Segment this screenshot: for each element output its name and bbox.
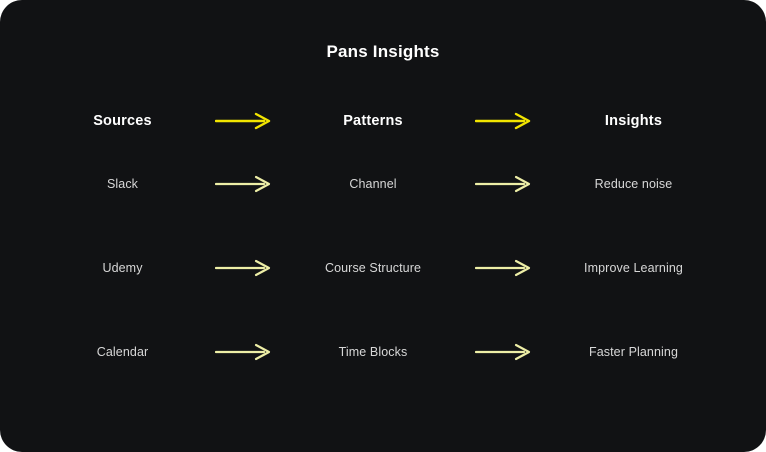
row-arrow-2 [461,175,547,193]
column-header-insights: Insights [546,112,721,130]
column-header-sources-label: Sources [93,113,152,129]
arrow-right-icon [214,259,270,277]
column-header-patterns-label: Patterns [343,113,403,129]
row-pattern-cell: Course Structure [286,259,461,277]
row-pattern-cell: Time Blocks [286,343,461,361]
row-pattern-label: Course Structure [324,261,422,275]
row-insight-cell: Improve Learning [546,259,721,277]
row-insight-label: Faster Planning [588,345,679,359]
row-arrow-2 [461,343,547,361]
row-pattern-label: Time Blocks [338,345,408,359]
row-arrow-1 [200,343,286,361]
row-source-cell: Calendar [45,343,200,361]
table-row: Slack Channel Reduce noise [45,142,721,226]
row-source-cell: Slack [45,175,200,193]
arrow-right-icon [214,175,270,193]
header-arrow-2 [461,112,547,130]
diagram-header-row: Sources Patterns Insights [45,100,721,142]
arrow-right-icon [214,112,270,130]
flow-diagram: Sources Patterns Insights [45,100,721,394]
arrow-right-icon [214,343,270,361]
row-insight-cell: Faster Planning [546,343,721,361]
arrow-right-icon [475,112,531,130]
arrow-right-icon [475,259,531,277]
arrow-right-icon [475,175,531,193]
row-source-label: Slack [106,177,139,191]
header-arrow-1 [200,112,286,130]
row-insight-label: Reduce noise [594,177,673,191]
row-source-label: Calendar [96,345,149,359]
column-header-insights-label: Insights [604,113,663,129]
page-title: Pans Insights [326,42,440,61]
table-row: Calendar Time Blocks Faster Planning [45,310,721,394]
column-header-sources: Sources [45,112,200,130]
table-row: Udemy Course Structure Improve Learning [45,226,721,310]
row-insight-cell: Reduce noise [546,175,721,193]
row-arrow-1 [200,175,286,193]
column-header-patterns: Patterns [286,112,461,130]
row-pattern-cell: Channel [286,175,461,193]
row-source-cell: Udemy [45,259,200,277]
row-arrow-1 [200,259,286,277]
row-pattern-label: Channel [349,177,397,191]
row-insight-label: Improve Learning [584,261,683,275]
arrow-right-icon [475,343,531,361]
row-arrow-2 [461,259,547,277]
row-source-label: Udemy [102,261,143,275]
